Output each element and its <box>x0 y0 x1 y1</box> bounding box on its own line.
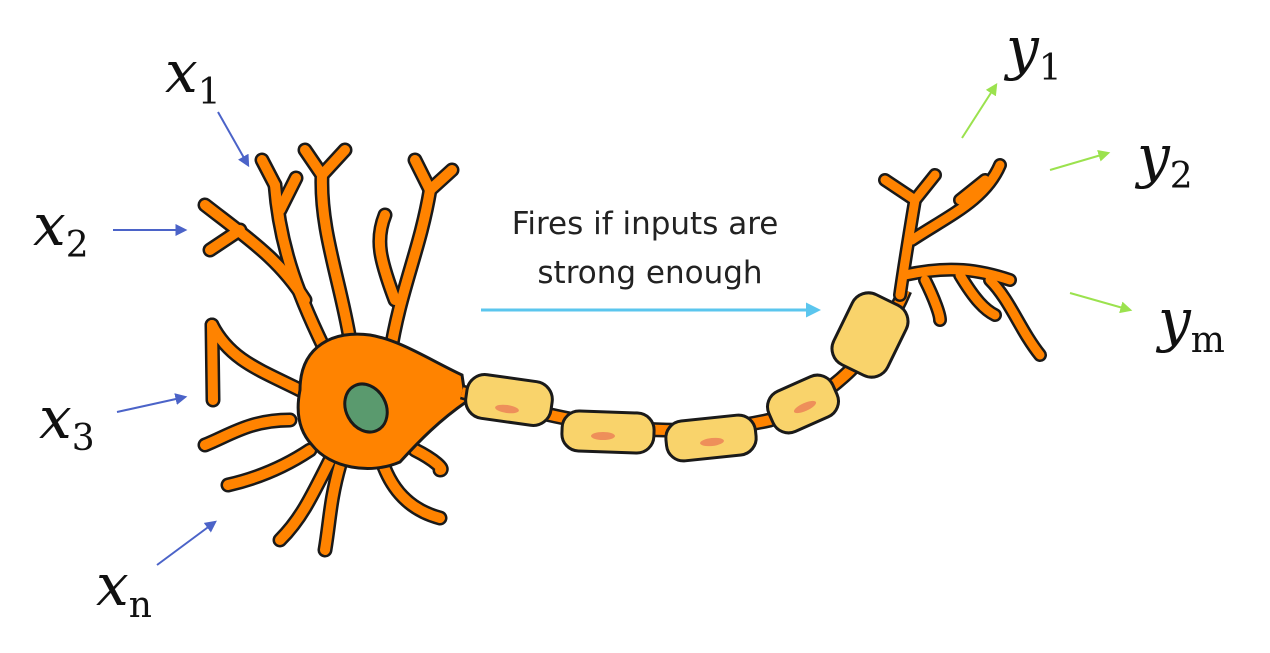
output-label-m: ym <box>1155 286 1225 361</box>
input-arrow-n <box>156 520 217 566</box>
output-label-1: y1 <box>1003 14 1062 89</box>
input-arrow-1 <box>217 111 250 168</box>
dendrites <box>197 142 460 558</box>
output-arrow-1 <box>961 82 998 139</box>
output-label-2: y2 <box>1134 122 1193 197</box>
output-arrows <box>961 82 1133 314</box>
caption-line-2: strong enough <box>537 255 762 291</box>
caption-line-1: Fires if inputs are <box>512 206 779 242</box>
input-arrow-3 <box>116 393 188 413</box>
input-arrows <box>113 111 250 566</box>
myelin-sheaths <box>464 291 910 463</box>
output-arrow-m <box>1069 292 1133 314</box>
caption: Fires if inputs are strong enough <box>512 206 788 291</box>
output-arrow-2 <box>1049 149 1111 171</box>
input-label-n: xn <box>96 551 152 626</box>
axon <box>459 287 912 463</box>
input-label-1: x1 <box>165 38 221 113</box>
input-label-2: x2 <box>33 191 89 266</box>
input-label-3: x3 <box>39 384 95 459</box>
nucleus <box>343 382 389 434</box>
myelin-marks <box>495 400 817 447</box>
axon-terminals <box>878 158 1047 362</box>
